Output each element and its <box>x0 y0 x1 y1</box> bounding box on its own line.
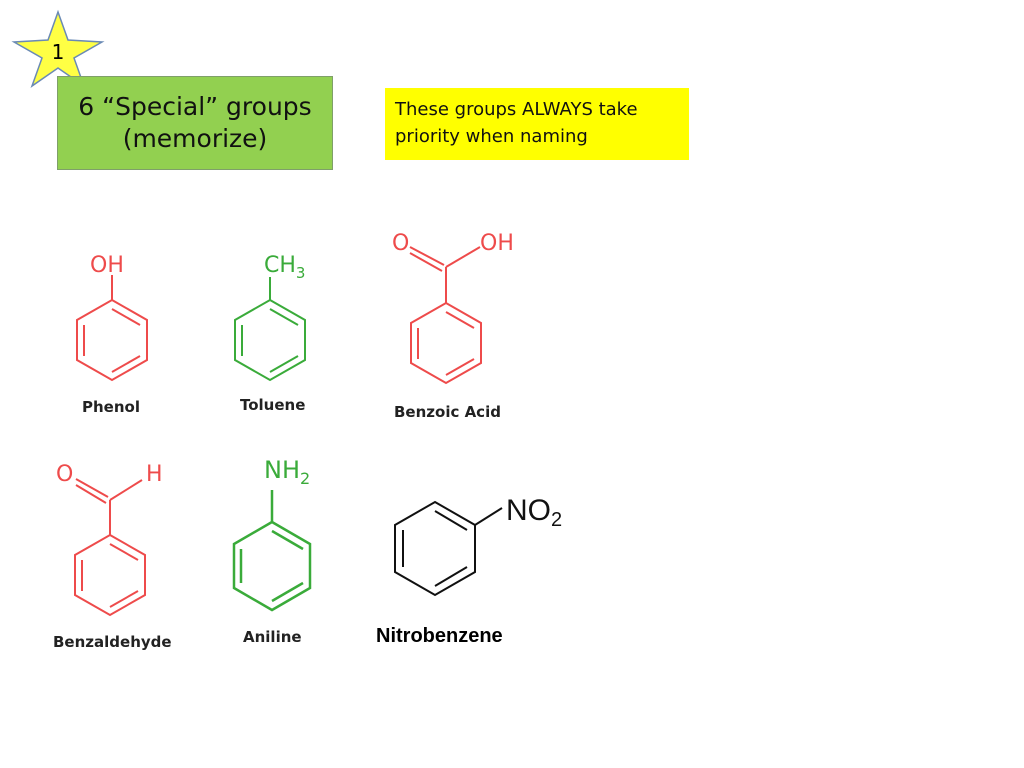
benzaldehyde-label: Benzaldehyde <box>53 633 172 651</box>
note-line-1: These groups ALWAYS take <box>395 99 638 120</box>
svg-text:NH2: NH2 <box>264 456 310 488</box>
phenol-label: Phenol <box>82 398 140 416</box>
benzoic-acid-o-text: O <box>392 231 409 256</box>
benzoic-acid-structure: O OH <box>392 231 514 385</box>
toluene-label: Toluene <box>240 396 306 414</box>
toluene-group-sub: 3 <box>296 264 306 282</box>
aniline-group-text: NH <box>264 456 300 484</box>
toluene-structure: CH3 <box>234 253 306 382</box>
slide-number: 1 <box>51 40 65 64</box>
aniline-label: Aniline <box>243 628 302 646</box>
phenol-structure: OH <box>76 253 148 382</box>
nitrobenzene-label: Nitrobenzene <box>376 625 503 647</box>
note-line-2: priority when naming <box>395 126 588 147</box>
title-line-2: (memorize) <box>122 124 268 153</box>
slide-number-star-icon <box>11 9 105 88</box>
aniline-structure: NH2 <box>232 456 312 612</box>
nitrobenzene-structure: NO2 <box>394 494 562 597</box>
nitrobenzene-group-sub: 2 <box>551 509 562 531</box>
title-line-1: 6 “Special” groups <box>78 91 312 121</box>
title-box: 6 “Special” groups (memorize) <box>57 76 333 170</box>
note-box: These groups ALWAYS take priority when n… <box>385 88 689 160</box>
benzoic-acid-oh-text: OH <box>480 231 514 256</box>
benzaldehyde-o-text: O <box>56 462 73 487</box>
benzaldehyde-h-text: H <box>146 462 163 487</box>
benzoic-acid-label: Benzoic Acid <box>394 403 501 421</box>
nitrobenzene-group-text: NO <box>506 494 551 527</box>
benzaldehyde-structure: O H <box>56 462 163 617</box>
svg-text:NO2: NO2 <box>506 494 562 531</box>
toluene-group-text: CH <box>264 253 296 278</box>
svg-text:CH3: CH3 <box>264 253 305 282</box>
aniline-group-sub: 2 <box>300 469 310 488</box>
phenol-group-text: OH <box>90 253 124 278</box>
